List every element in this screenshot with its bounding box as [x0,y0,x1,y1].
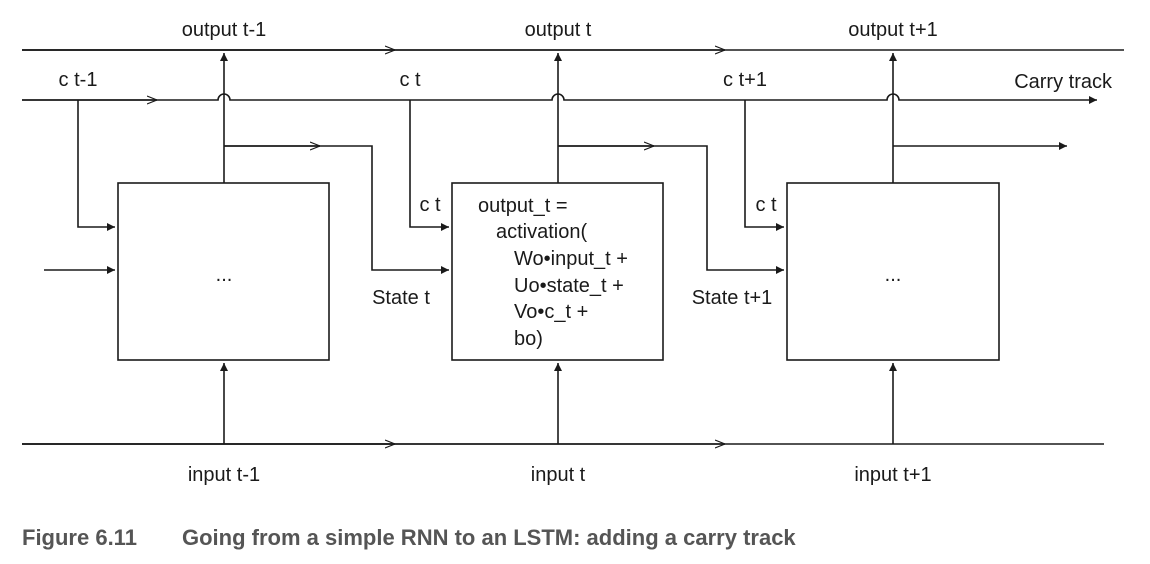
input-label-t-minus-1: input t-1 [188,464,260,486]
formula-line-5: Vo•c_t + [514,301,588,323]
carry-track-label: Carry track [1014,71,1113,93]
formula-line-4: Uo•state_t + [514,275,624,297]
formula-line-1: output_t = [478,195,568,217]
output-label-t-minus-1: output t-1 [182,19,267,41]
formula-line-3: Wo•input_t + [514,248,628,270]
box-carry-label-right: c t [755,194,777,216]
state-label-t-plus-1: State t+1 [692,287,773,309]
cell-box-left [117,182,330,361]
figure-number: Figure 6.11 [22,525,137,550]
cell-box-right [786,182,1000,361]
carry-label-t-minus-1: c t-1 [59,69,98,91]
input-label-t: input t [531,464,586,486]
carry-label-t: c t [399,69,421,91]
output-label-t: output t [525,19,592,41]
figure-caption: Going from a simple RNN to an LSTM: addi… [182,525,796,550]
box-left-ellipsis: ... [216,264,233,286]
state-label-t: State t [372,287,430,309]
output-label-t-plus-1: output t+1 [848,19,938,41]
carry-track-line [22,93,1097,100]
cell-box-middle [451,182,664,361]
box-carry-label-middle: c t [419,194,441,216]
middle-cell-connections [409,53,784,444]
input-label-t-plus-1: input t+1 [854,464,931,486]
carry-label-t-plus-1: c t+1 [723,69,767,91]
left-cell-connections [44,53,449,444]
right-cell-connections [744,53,1067,444]
box-middle-formula: output_t = activation( Wo•input_t + Uo•s… [478,195,628,350]
formula-line-6: bo) [514,328,543,350]
box-right-ellipsis: ... [885,264,902,286]
formula-line-2: activation( [496,221,587,243]
